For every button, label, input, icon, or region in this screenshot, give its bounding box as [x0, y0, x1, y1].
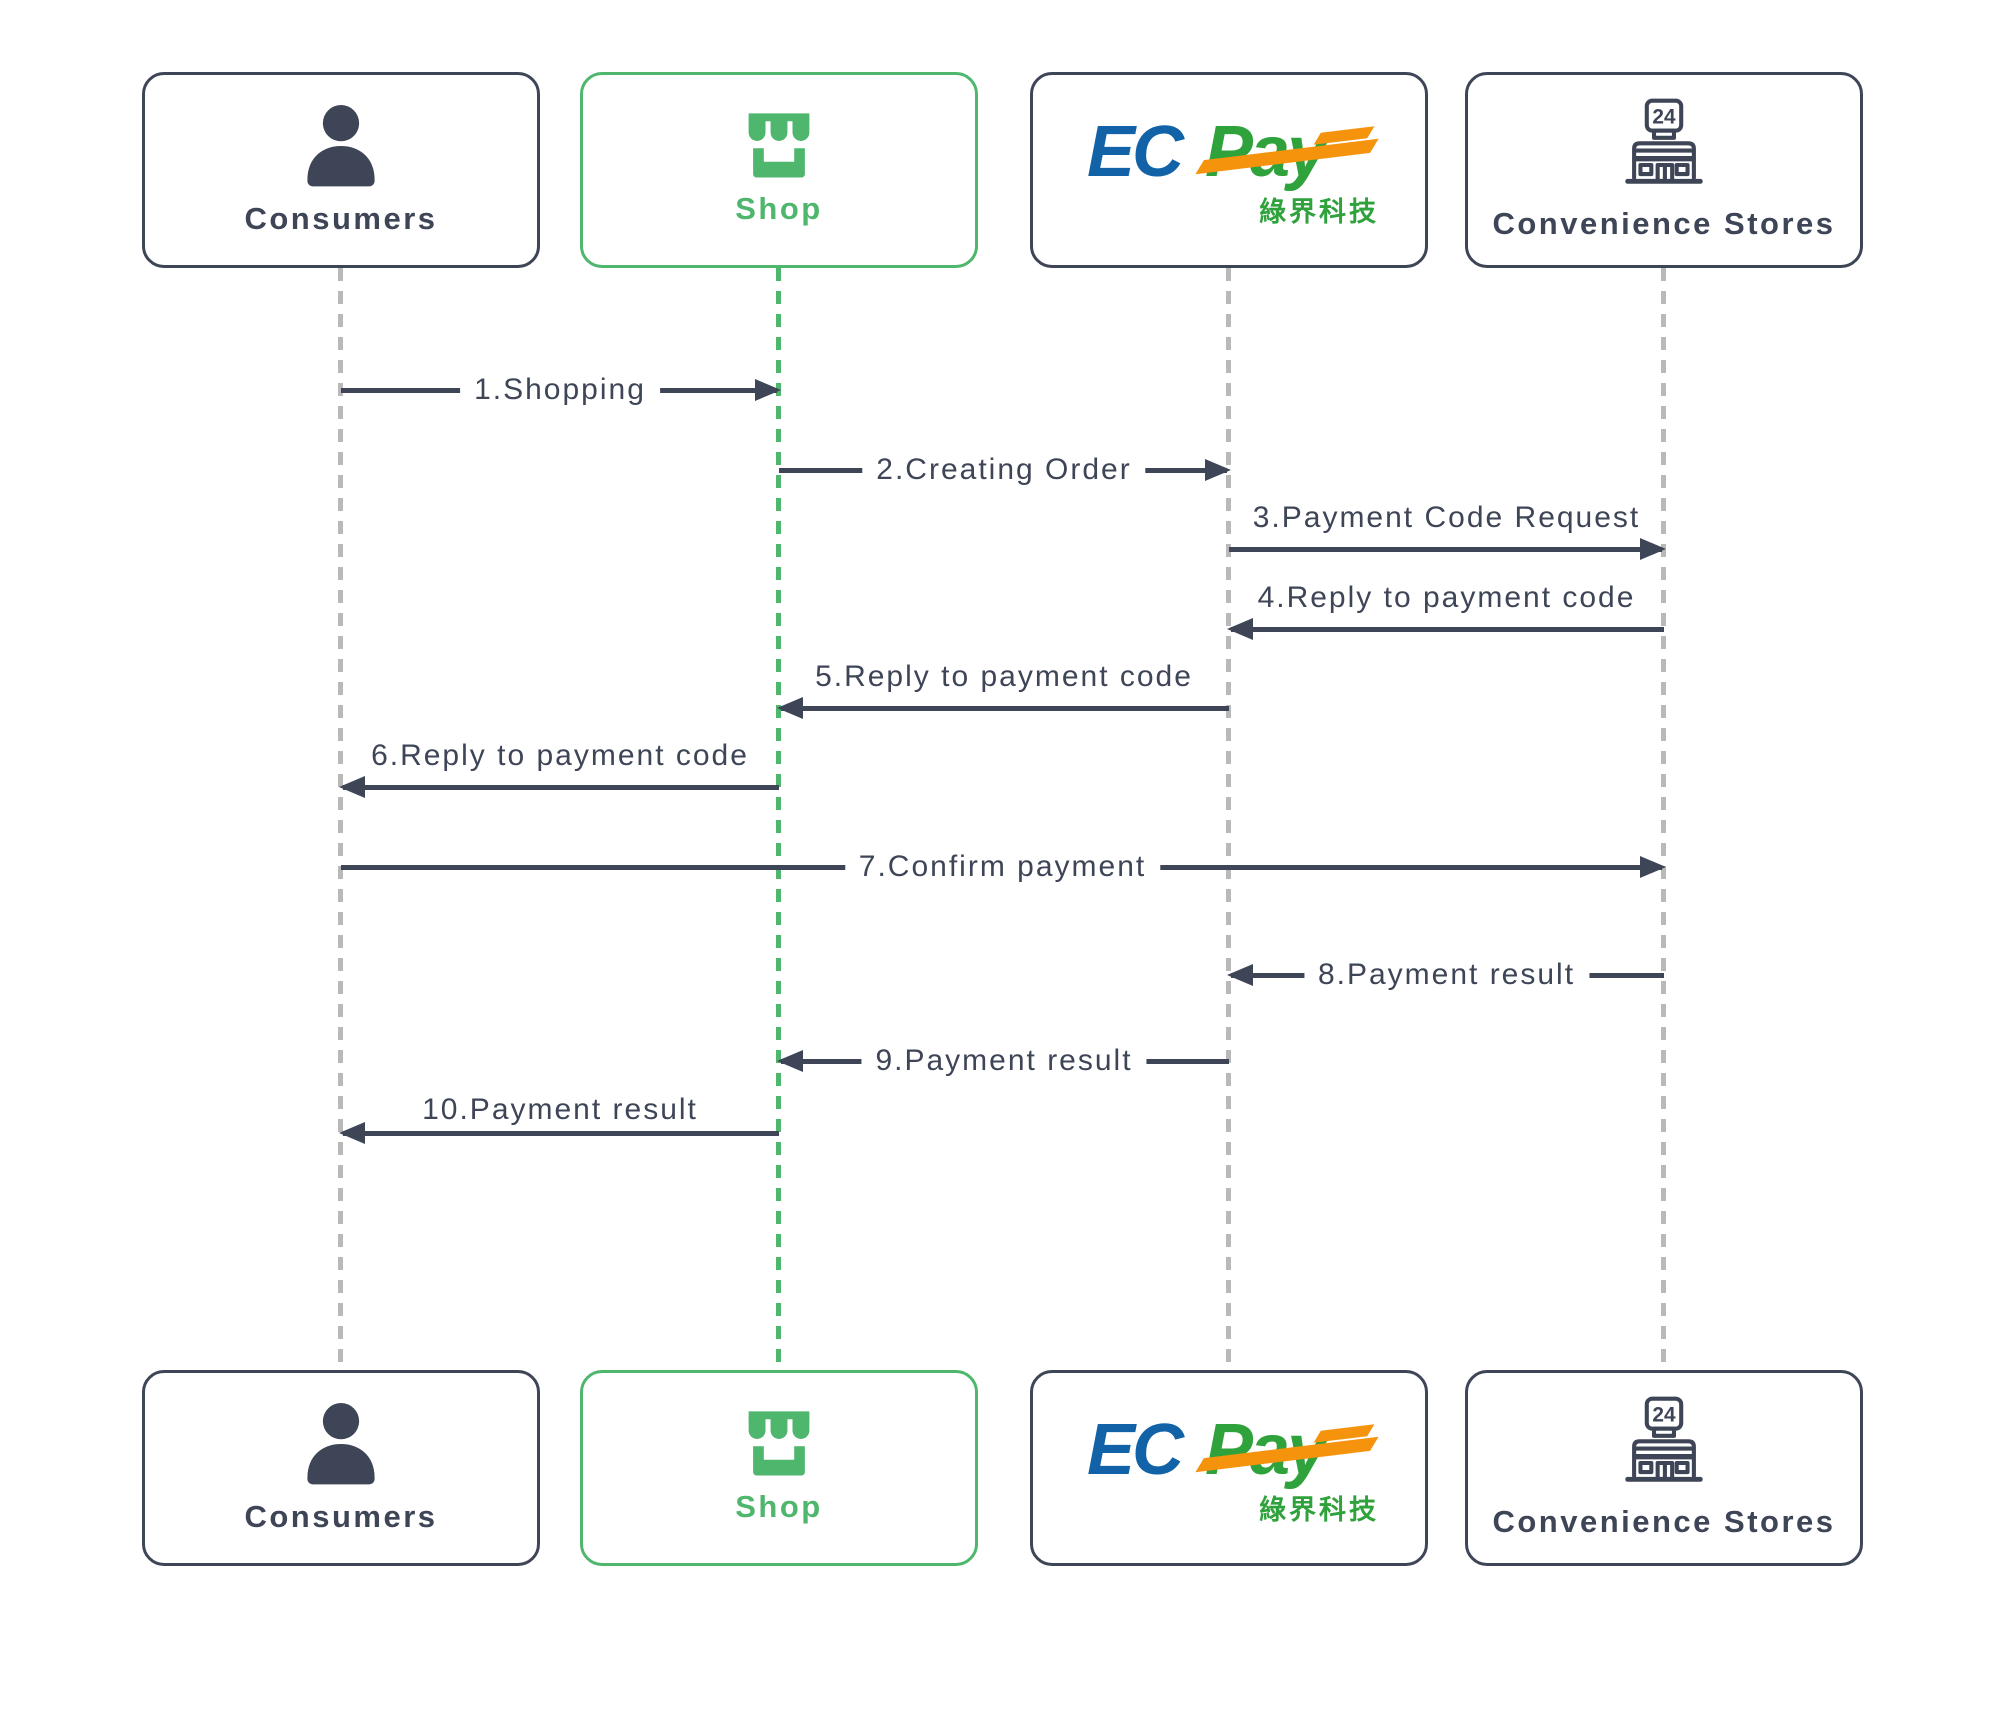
arrowhead-left-icon [777, 697, 803, 719]
actor-label: Shop [735, 1489, 823, 1524]
arrowhead-left-icon [339, 776, 365, 798]
message-line [343, 785, 779, 790]
message-line [343, 1131, 779, 1136]
ecpay-logo-ec: EC [1087, 112, 1184, 192]
arrowhead-left-icon [777, 1050, 803, 1072]
arrowhead-right-icon [1205, 459, 1231, 481]
actor-box-ecpay-bottom: EC Pay 綠界科技 [1030, 1370, 1428, 1566]
lifeline-shop [776, 268, 781, 1370]
message-label: 2.Creating Order [862, 453, 1146, 487]
storefront-icon [748, 1411, 810, 1476]
actor-box-consumers-bottom: Consumers [142, 1370, 540, 1566]
lifeline-consumers [338, 268, 343, 1370]
arrowhead-right-icon [1640, 856, 1666, 878]
message-label: 6.Reply to payment code [371, 739, 749, 772]
actor-box-shop-bottom: Shop [580, 1370, 978, 1566]
lifeline-ecpay [1226, 268, 1231, 1370]
person-icon [307, 1403, 375, 1485]
message-line [781, 706, 1229, 711]
actor-label: Consumers [244, 1499, 438, 1534]
actor-label: Shop [735, 191, 823, 226]
actor-label: Convenience Stores [1492, 1504, 1836, 1539]
arrowhead-left-icon [1227, 618, 1253, 640]
actor-label: Consumers [244, 201, 438, 236]
message-line [1231, 627, 1664, 632]
message-label: 10.Payment result [422, 1093, 698, 1126]
ecpay-logo-subtitle: 綠界科技 [1259, 1495, 1379, 1525]
store-sign-24: 24 [1652, 105, 1676, 128]
ecpay-logo-subtitle: 綠界科技 [1259, 197, 1379, 227]
message-label: 1.Shopping [460, 373, 660, 407]
message-label: 3.Payment Code Request [1252, 501, 1641, 534]
message-label: 4.Reply to payment code [1257, 581, 1636, 614]
actor-box-shop-top: Shop [580, 72, 978, 268]
actor-box-convenience-stores-bottom: 24 Convenience Stores [1465, 1370, 1863, 1566]
message-label: 7.Confirm payment [844, 850, 1161, 884]
arrowhead-left-icon [1227, 964, 1253, 986]
convenience-store-icon: 24 [1625, 1396, 1703, 1482]
ecpay-logo-ec: EC [1087, 1410, 1184, 1490]
actor-box-ecpay-top: EC Pay 綠界科技 [1030, 72, 1428, 268]
storefront-icon [748, 113, 810, 178]
arrowhead-left-icon [339, 1122, 365, 1144]
actor-label: Convenience Stores [1492, 206, 1836, 241]
message-label: 8.Payment result [1303, 958, 1590, 992]
message-label: 9.Payment result [861, 1044, 1147, 1078]
arrowhead-right-icon [1640, 538, 1666, 560]
store-sign-24: 24 [1652, 1403, 1676, 1426]
actor-box-consumers-top: Consumers [142, 72, 540, 268]
message-label: 5.Reply to payment code [815, 660, 1193, 693]
ecpay-logo: EC Pay 綠界科技 [1079, 1412, 1379, 1524]
message-line [1229, 547, 1662, 552]
lifeline-convenience-stores [1661, 268, 1666, 1370]
actor-box-convenience-stores-top: 24 Convenience Stores [1465, 72, 1863, 268]
ecpay-logo: EC Pay 綠界科技 [1079, 114, 1379, 226]
arrowhead-right-icon [755, 379, 781, 401]
person-icon [307, 105, 375, 187]
convenience-store-icon: 24 [1625, 98, 1703, 184]
